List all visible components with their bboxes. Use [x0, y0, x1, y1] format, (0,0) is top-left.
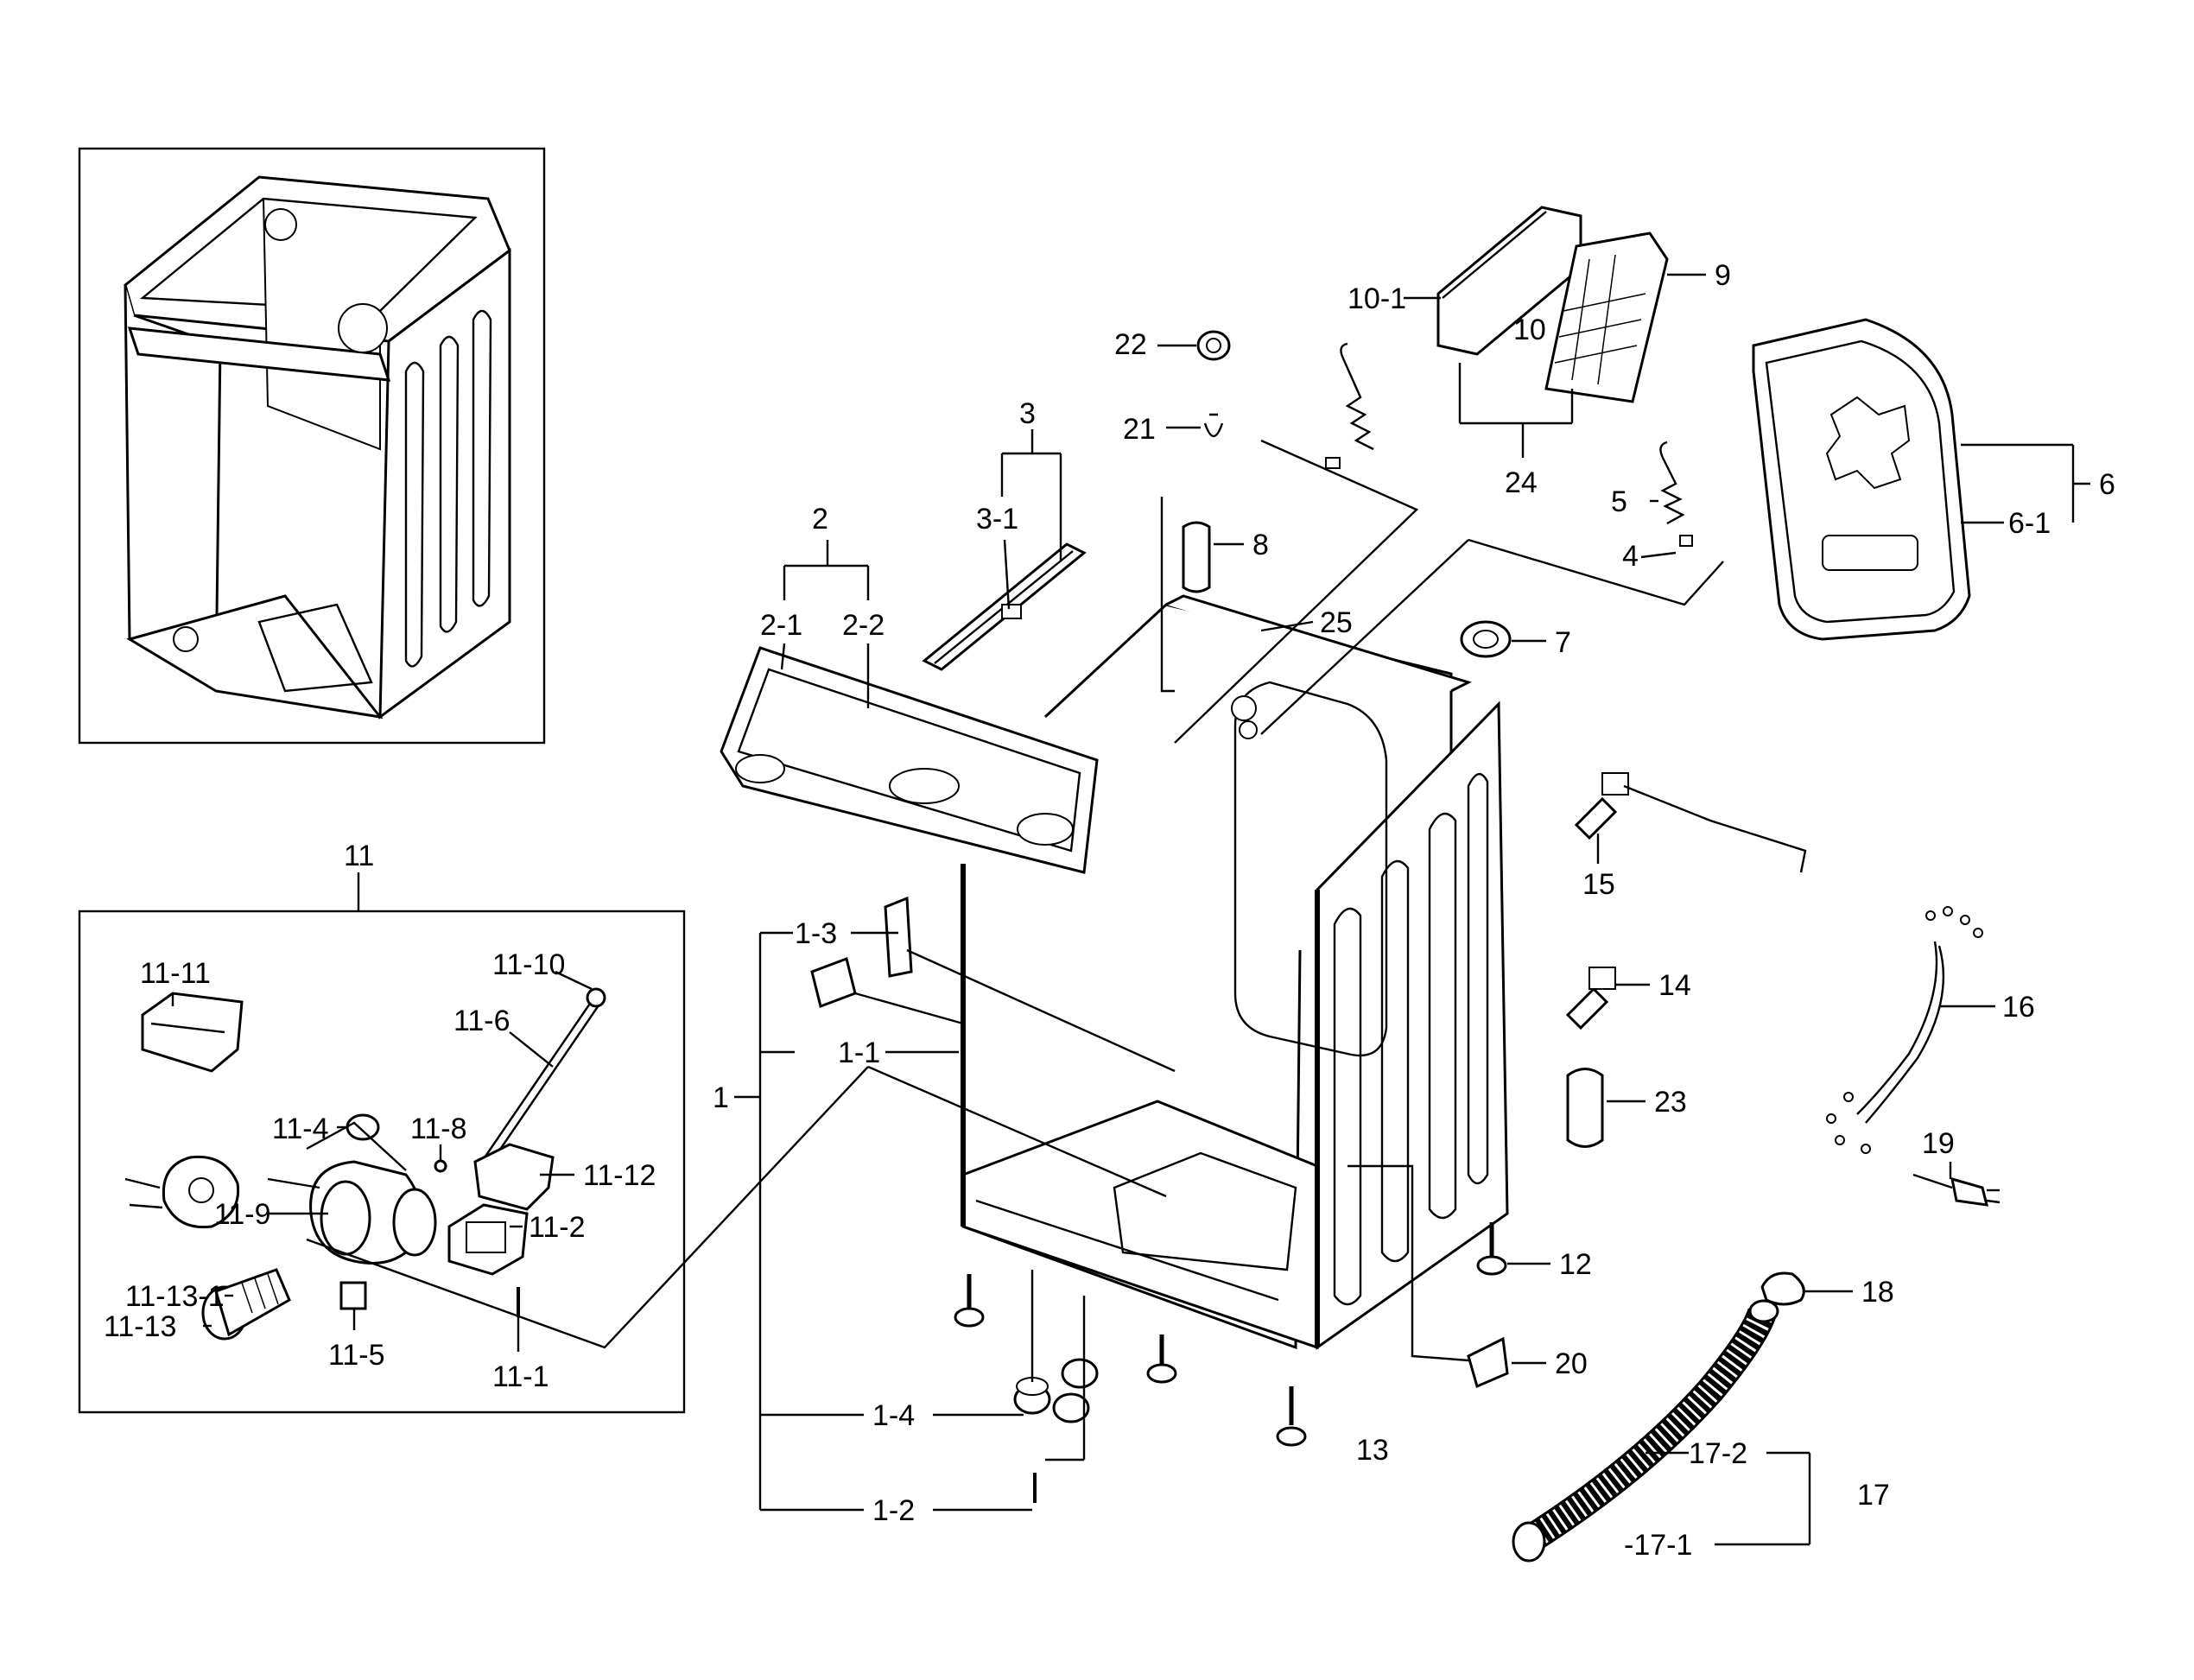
label-17-1: -17-1 [1624, 1529, 1692, 1562]
label-10: 10 [1513, 314, 1546, 346]
label-5: 5 [1611, 485, 1627, 518]
label-2: 2 [812, 503, 828, 536]
springs [1325, 342, 1693, 547]
label-4: 4 [1622, 540, 1639, 573]
part-15 [1574, 772, 1807, 873]
label-11-12: 11-12 [583, 1159, 656, 1192]
label-1-3: 1-3 [795, 917, 837, 950]
label-1-1: 1-1 [838, 1037, 880, 1069]
part-labels: 2 2-1 2-2 3 3-1 22 21 8 25 10-1 10 9 24 … [104, 259, 2115, 1562]
label-21: 21 [1123, 413, 1156, 446]
label-3: 3 [1019, 397, 1036, 430]
label-22: 22 [1114, 328, 1147, 361]
label-17-2: 17-2 [1689, 1437, 1747, 1470]
label-16: 16 [2002, 991, 2035, 1024]
label-6: 6 [2099, 468, 2115, 501]
main-cabinet [961, 594, 1509, 1350]
label-11-13-1: 11-13-1 [125, 1280, 225, 1313]
label-11-4: 11-4 [272, 1113, 329, 1145]
part-10-9 [1436, 206, 1669, 403]
label-9: 9 [1715, 259, 1731, 292]
label-2-1: 2-1 [760, 609, 802, 642]
label-18: 18 [1861, 1276, 1894, 1309]
part-16-harness [1826, 906, 1983, 1154]
part-8 [1182, 521, 1211, 593]
label-14: 14 [1658, 969, 1691, 1002]
label-23: 23 [1654, 1086, 1687, 1119]
leveling-feet [954, 1222, 1507, 1447]
part-20 [1467, 1336, 1509, 1389]
label-11-9: 11-9 [214, 1198, 271, 1231]
label-11-2: 11-2 [529, 1211, 586, 1244]
label-3-1: 3-1 [976, 503, 1018, 536]
part-17-hose [1512, 1299, 1779, 1563]
leader-lines [171, 273, 2090, 1546]
label-7: 7 [1555, 626, 1571, 659]
part-6-panel [1752, 318, 1971, 641]
label-11-11: 11-11 [140, 957, 211, 990]
label-11-5: 11-5 [328, 1339, 385, 1372]
front-top-frame [720, 646, 1099, 874]
label-12: 12 [1559, 1248, 1592, 1281]
label-8: 8 [1252, 529, 1269, 561]
label-11: 11 [344, 840, 374, 872]
inset-cabinet-view [78, 147, 546, 745]
label-11-1: 11-1 [492, 1360, 549, 1393]
part-22-21 [1196, 330, 1231, 438]
label-1-2: 1-2 [872, 1494, 915, 1527]
label-11-8: 11-8 [410, 1113, 467, 1145]
label-6-1: 6-1 [2008, 507, 2051, 540]
label-24: 24 [1505, 466, 1538, 499]
label-17: 17 [1857, 1479, 1890, 1512]
top-rail-bracket [922, 542, 1087, 671]
label-1: 1 [713, 1081, 729, 1114]
label-25: 25 [1320, 606, 1353, 639]
part-19-plug [1912, 1173, 2001, 1207]
label-10-1: 10-1 [1347, 282, 1406, 315]
label-19: 19 [1922, 1127, 1955, 1160]
label-15: 15 [1582, 868, 1615, 901]
label-11-6: 11-6 [453, 1005, 510, 1037]
label-1-4: 1-4 [872, 1399, 915, 1432]
part-23 [1566, 1068, 1604, 1148]
label-11-13: 11-13 [104, 1310, 176, 1343]
label-20: 20 [1555, 1347, 1588, 1380]
label-13: 13 [1356, 1434, 1389, 1467]
part-7 [1460, 620, 1512, 658]
part-14 [1565, 967, 1616, 1030]
part-1-3 [810, 896, 913, 1008]
label-11-10: 11-10 [492, 948, 565, 981]
part-1-4-1-2 [1013, 1358, 1099, 1503]
pump-assembly-box [78, 872, 686, 1414]
label-2-2: 2-2 [842, 609, 885, 642]
part-18 [1760, 1271, 1805, 1306]
